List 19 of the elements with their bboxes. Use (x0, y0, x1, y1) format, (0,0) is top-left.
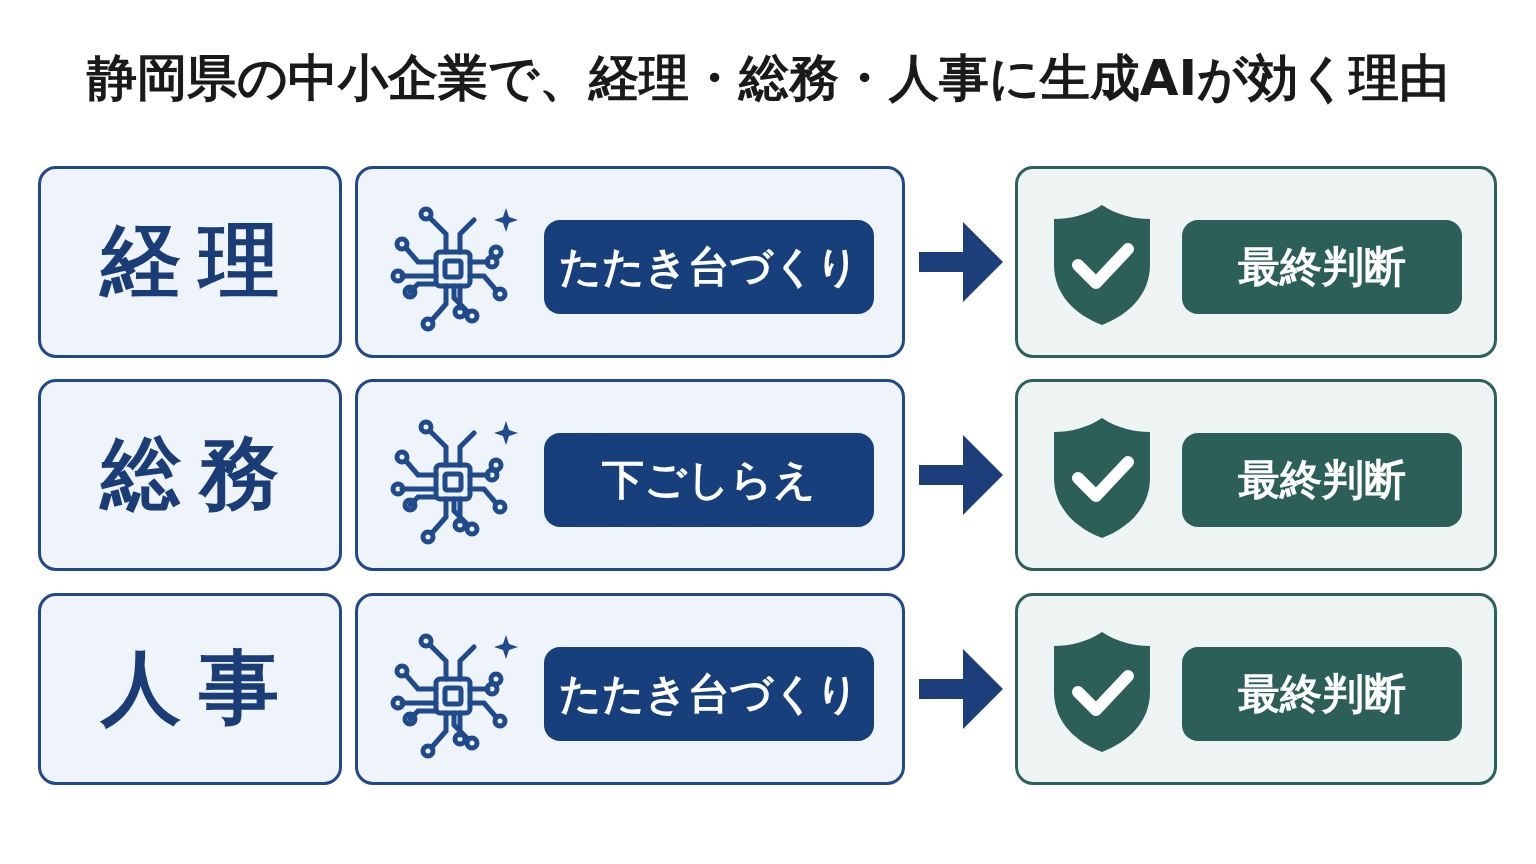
arrow (919, 222, 1003, 302)
category-box: 人事 (38, 593, 342, 785)
arrow (919, 435, 1003, 515)
result-card (1015, 166, 1497, 358)
result-label: 最終判断 (1182, 433, 1462, 527)
result-label: 最終判断 (1182, 220, 1462, 314)
task-card (355, 166, 905, 358)
task-card (355, 379, 905, 571)
task-label: 下ごしらえ (544, 433, 874, 527)
result-card (1015, 593, 1497, 785)
result-label: 最終判断 (1182, 647, 1462, 741)
category-box: 総務 (38, 379, 342, 571)
task-label: たたき台づくり (544, 647, 874, 741)
title: 静岡県の中小企業で、経理・総務・人事に生成AIが効く理由 (85, 48, 1451, 109)
category-box: 経理 (38, 166, 342, 358)
result-card (1015, 379, 1497, 571)
arrow (919, 649, 1003, 729)
task-label: たたき台づくり (544, 220, 874, 314)
task-card (355, 593, 905, 785)
